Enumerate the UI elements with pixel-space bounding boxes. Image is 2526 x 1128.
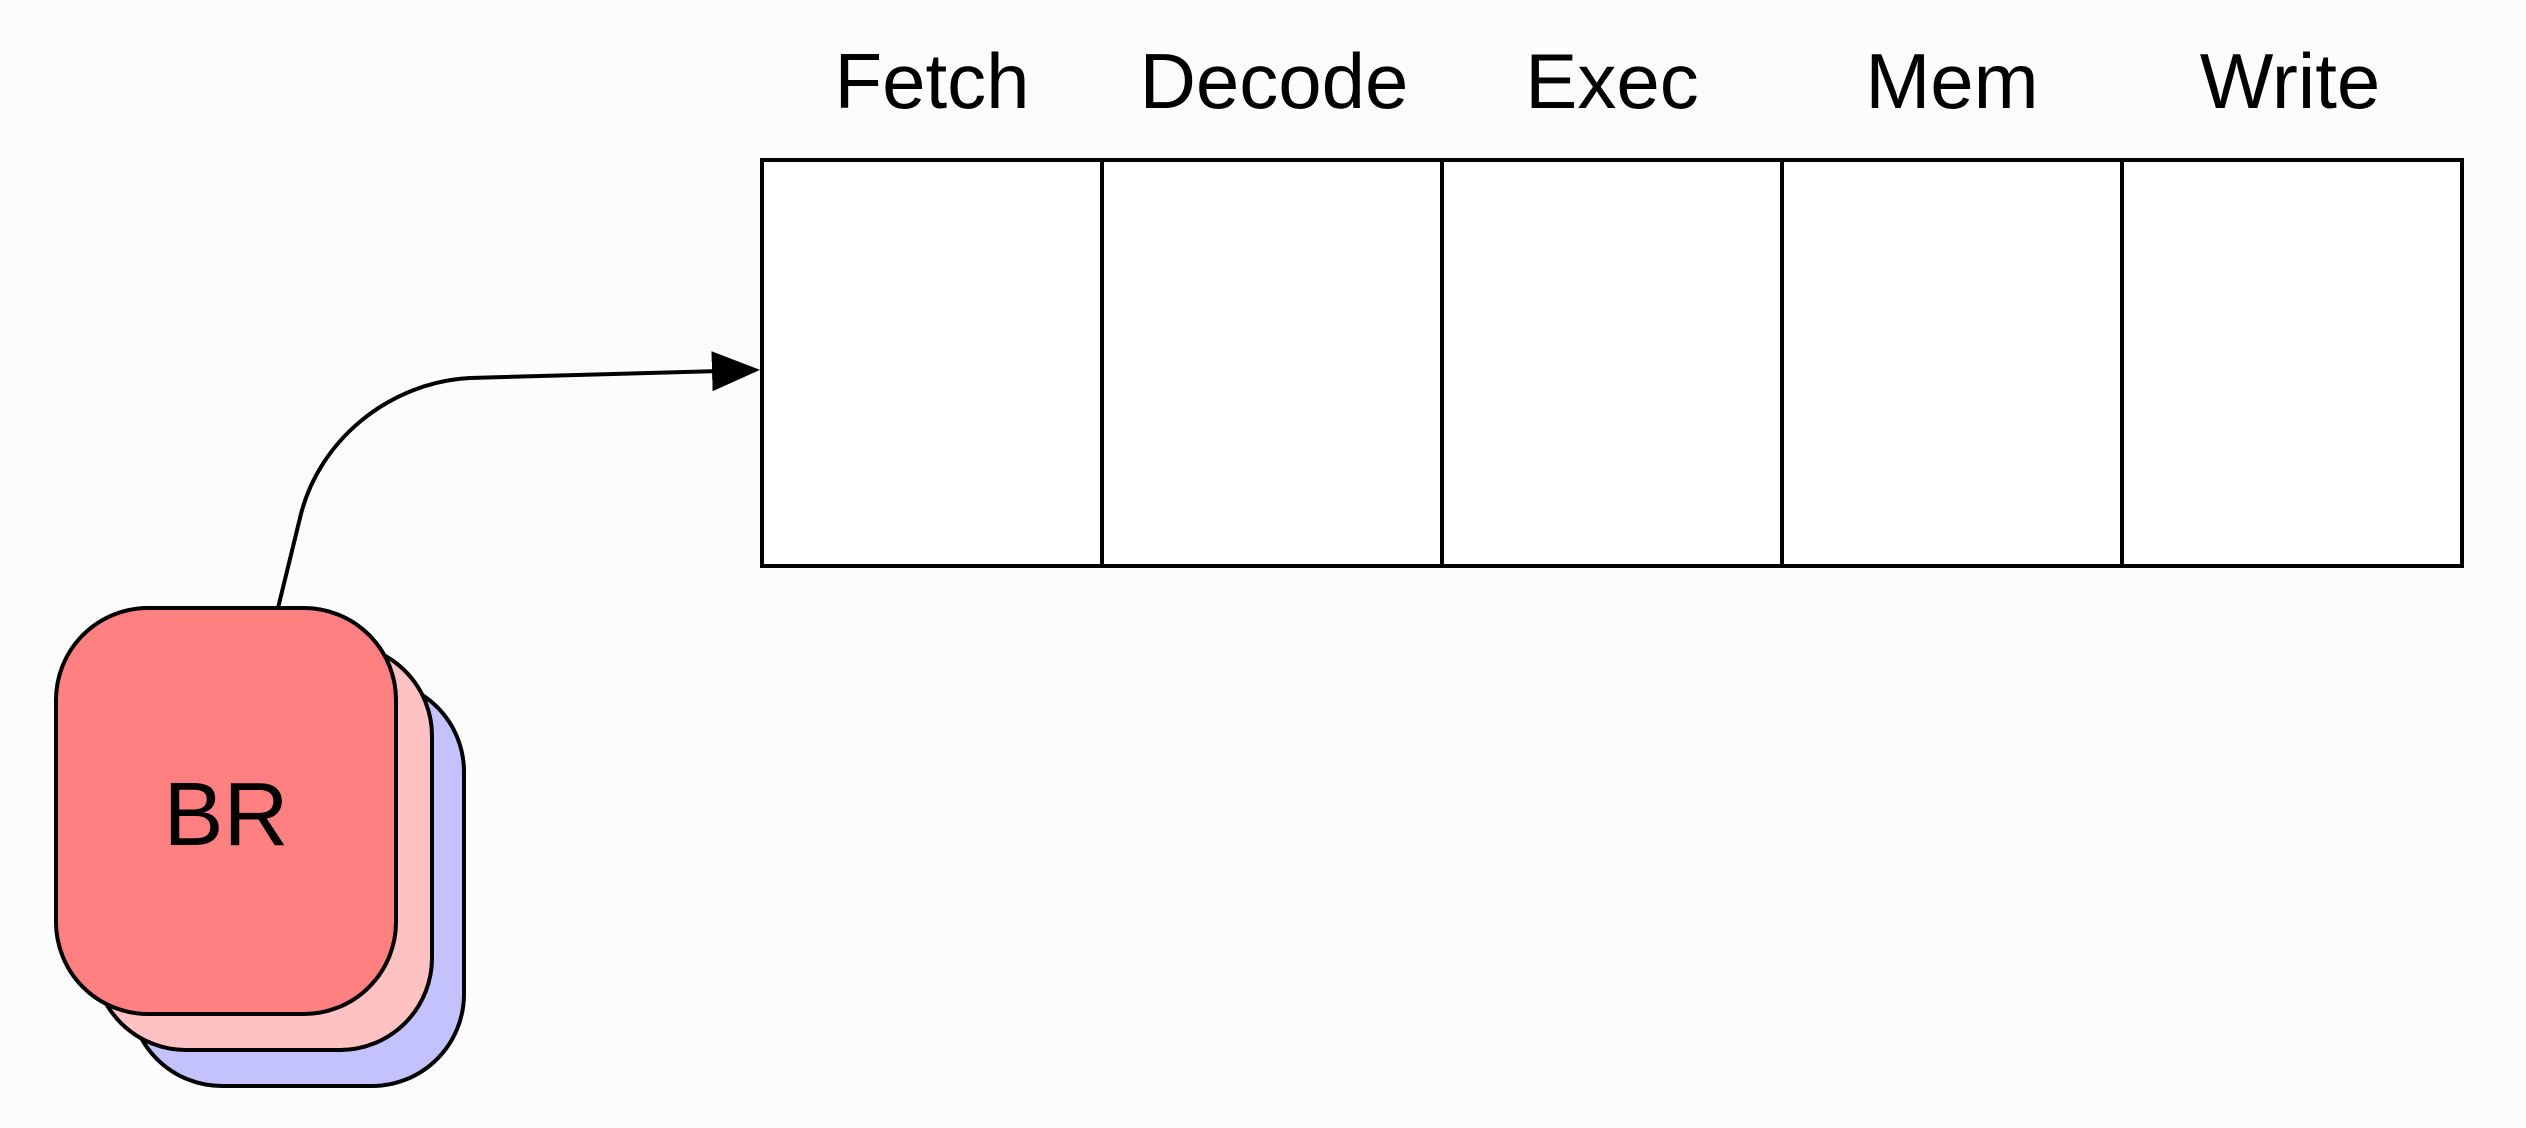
stage-label-fetch: Fetch bbox=[834, 37, 1029, 125]
stage-label-mem: Mem bbox=[1865, 37, 2038, 125]
stage-label-exec: Exec bbox=[1525, 37, 1698, 125]
stage-label-decode: Decode bbox=[1140, 37, 1409, 125]
instruction-card-front bbox=[54, 606, 398, 1016]
fetch-arrow bbox=[276, 351, 760, 609]
br-label: BR bbox=[163, 765, 288, 865]
pipeline-box bbox=[760, 158, 2464, 568]
stage-label-write: Write bbox=[2200, 37, 2381, 125]
instruction-stack: BR bbox=[54, 606, 466, 1088]
pipeline-outline bbox=[760, 158, 2464, 568]
